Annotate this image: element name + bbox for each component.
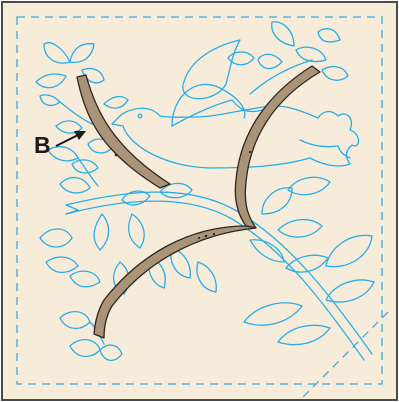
leaf (35, 73, 67, 89)
leaf (325, 234, 373, 268)
stem-end-notch (65, 204, 79, 215)
leaf (170, 247, 191, 279)
applique-motifs (35, 21, 375, 361)
leaf (249, 239, 285, 263)
bird-wing-inner (171, 99, 233, 127)
leaf (69, 43, 95, 64)
leaf (39, 228, 73, 248)
leaf (69, 270, 101, 288)
bias-stem-lower (93, 225, 257, 339)
leaf (261, 187, 293, 215)
twig (77, 157, 99, 187)
twig (59, 101, 93, 125)
bird-eye (137, 113, 143, 119)
callout-label: B (34, 132, 51, 158)
leaf (277, 219, 323, 238)
callout-b: B (34, 131, 86, 158)
leaf (277, 324, 331, 346)
leaf (45, 256, 79, 273)
leaf (271, 21, 295, 47)
corner-dashed-line (299, 311, 389, 401)
leaf (128, 213, 145, 249)
leaf (93, 213, 110, 251)
leaf (113, 261, 130, 295)
leaf (159, 182, 193, 199)
dashed-stitch-line (16, 16, 383, 385)
callout-arrow-head (74, 131, 86, 140)
leaf (59, 177, 91, 194)
bias-stem-pieces (76, 65, 321, 339)
leaf (103, 95, 129, 109)
stem-dots (114, 150, 252, 240)
leaf (243, 302, 303, 326)
bird-wing-lower (231, 99, 263, 113)
leaf (321, 65, 349, 81)
leaf (121, 190, 151, 206)
leaf (99, 344, 123, 361)
bird-tail-feather (337, 145, 351, 159)
leaf (317, 28, 341, 43)
twig (249, 59, 313, 95)
bird-wing (171, 83, 246, 127)
bias-stem-b (76, 74, 171, 189)
paisley-leaf (182, 39, 241, 100)
leaf (227, 51, 255, 66)
main-stem-edge (65, 200, 365, 361)
leaf (287, 176, 331, 196)
bird-tail-fold (299, 139, 339, 148)
leaf (55, 120, 83, 134)
leaf (196, 261, 217, 293)
leaf (257, 53, 283, 70)
main-stem (65, 191, 373, 355)
leaf (325, 279, 375, 303)
leaf (295, 46, 327, 63)
callout-arrow-line (55, 133, 81, 147)
